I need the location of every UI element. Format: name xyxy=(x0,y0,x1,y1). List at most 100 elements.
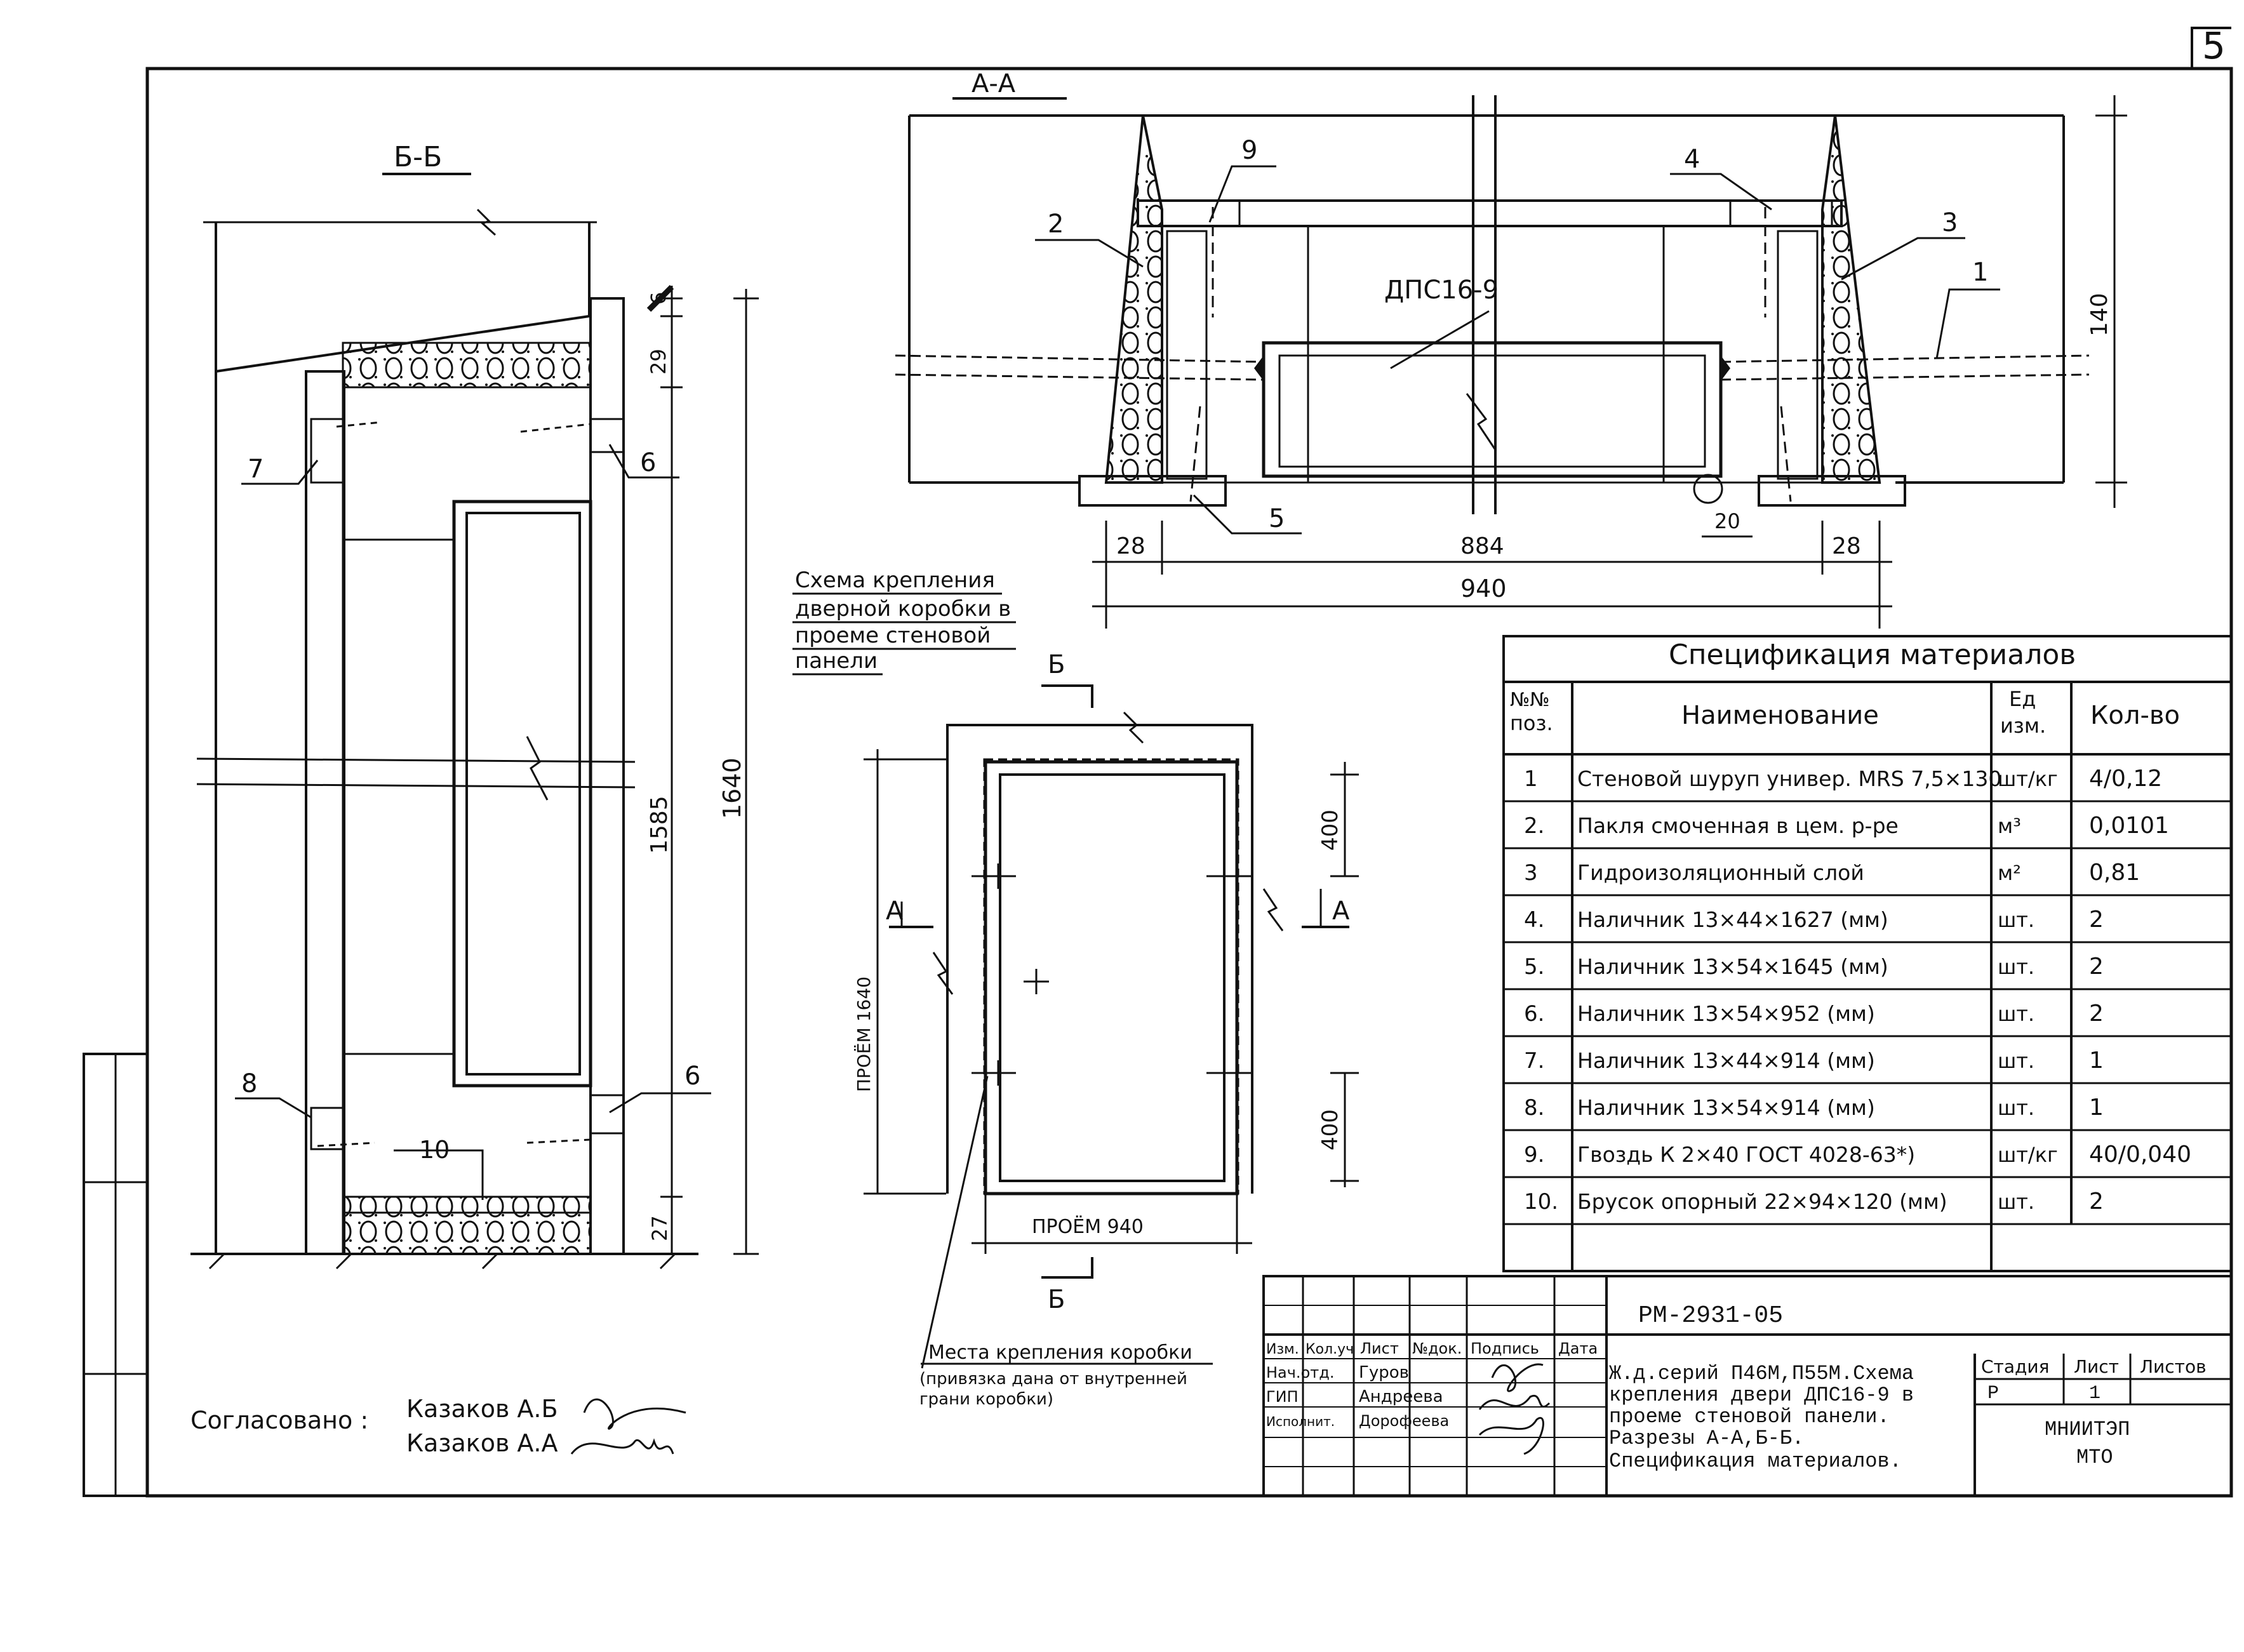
aa-callout-4: 4 xyxy=(1684,145,1700,174)
elev-dim-400-top: 400 xyxy=(1318,809,1343,851)
tb-desc-line-1: Ж.д.серий П46М,П55М.Схема xyxy=(1609,1362,1914,1385)
spec-cell-unit: шт/кг xyxy=(1998,767,2058,791)
spec-cell-unit: шт. xyxy=(1998,955,2034,979)
spec-cell-pos: 6. xyxy=(1524,1001,1544,1027)
section-aa: А-А xyxy=(895,69,2127,629)
spec-cell-name: Наличник 13×54×952 (мм) xyxy=(1577,1001,1875,1026)
spec-cell-pos: 4. xyxy=(1524,907,1544,933)
spec-cell-name: Гидроизоляционный слой xyxy=(1577,860,1864,885)
tb-role-ispoln: Исполнит. xyxy=(1266,1414,1335,1429)
elev-mark-a-right: А xyxy=(1332,896,1350,926)
fastening-note-line-3: грани коробки) xyxy=(919,1390,1053,1409)
aa-callout-5: 5 xyxy=(1269,504,1285,533)
spec-cell-name: Гвоздь К 2×40 ГОСТ 4028-63*) xyxy=(1577,1142,1915,1167)
tb-sheets-header: Листов xyxy=(2140,1356,2207,1377)
spec-cell-qty: 40/0,040 xyxy=(2089,1142,2191,1168)
spec-header-pos-1: №№ xyxy=(1510,689,1549,711)
bb-dim-1585: 1585 xyxy=(646,796,672,854)
title-block: РМ-2931-05 Изм. Кол.уч Лист №док. Подпис… xyxy=(1262,1275,2233,1497)
approval-name-2: Казаков А.А xyxy=(406,1429,558,1457)
spec-cell-name: Наличник 13×44×914 (мм) xyxy=(1577,1048,1875,1073)
spec-cell-qty: 2 xyxy=(2089,1001,2104,1027)
aa-callout-9: 9 xyxy=(1241,136,1257,165)
spec-cell-pos: 8. xyxy=(1524,1095,1544,1121)
tb-name-andreeva: Андреева xyxy=(1359,1387,1443,1406)
bb-callout-8: 8 xyxy=(241,1069,257,1098)
fastening-note-line-2: (привязка дана от внутренней xyxy=(919,1369,1187,1389)
tb-stage-header: Стадия xyxy=(1981,1356,2049,1377)
scheme-caption-line-3: проеме стеновой xyxy=(795,623,991,648)
spec-cell-qty: 1 xyxy=(2089,1048,2104,1074)
tb-desc-line-3: проеме стеновой панели. xyxy=(1609,1405,1890,1429)
aa-dim-28-left: 28 xyxy=(1116,533,1145,559)
spec-cell-name: Брусок опорный 22×94×120 (мм) xyxy=(1577,1189,1947,1214)
bb-dim-27: 27 xyxy=(648,1215,672,1241)
aa-callout-1: 1 xyxy=(1972,258,1988,287)
bb-callout-6-bottom: 6 xyxy=(685,1062,700,1091)
spec-cell-name: Стеновой шуруп универ. MRS 7,5×130 xyxy=(1577,766,2001,791)
tb-header-ndoc: №док. xyxy=(1412,1340,1462,1357)
scheme-caption-line-4: панели xyxy=(795,648,878,674)
aa-frame-label: ДПС16-9 xyxy=(1384,276,1499,305)
tb-role-gip: ГИП xyxy=(1266,1388,1299,1406)
spec-cell-unit: шт. xyxy=(1998,1190,2034,1214)
spec-header-pos-2: поз. xyxy=(1510,711,1553,735)
scheme-caption-line-2: дверной коробки в xyxy=(795,596,1011,622)
spec-cell-unit: шт. xyxy=(1998,1002,2034,1026)
bb-dim-29: 29 xyxy=(646,349,671,375)
tb-header-list: Лист xyxy=(1360,1340,1399,1357)
bb-callout-7: 7 xyxy=(248,455,264,484)
tb-org-1: МНИИТЭП xyxy=(2045,1418,2130,1441)
spec-cell-unit: шт. xyxy=(1998,1049,2034,1073)
fastening-note: Места крепления коробки (привязка дана о… xyxy=(919,1342,1213,1409)
tb-org-2: МТО xyxy=(2076,1446,2113,1469)
spec-cell-unit: м³ xyxy=(1998,814,2021,838)
spec-cell-unit: шт. xyxy=(1998,908,2034,932)
signature-dorofeeva xyxy=(1478,1416,1544,1455)
ground-hatch xyxy=(208,1253,676,1270)
section-bb-title: Б-Б xyxy=(394,141,442,173)
scheme-caption-line-1: Схема крепления xyxy=(795,568,995,593)
aa-dim-140: 140 xyxy=(2087,293,2113,336)
fastening-note-line-1: Места крепления коробки xyxy=(928,1342,1192,1364)
signature-andreeva xyxy=(1478,1394,1551,1410)
tb-desc-line-2: крепления двери ДПС16-9 в xyxy=(1609,1383,1914,1407)
spec-cell-unit: шт/кг xyxy=(1998,1143,2058,1167)
elev-mark-a-left: А xyxy=(886,896,904,926)
section-bb: Б-Б xyxy=(190,141,759,1270)
elev-mark-b-top: Б xyxy=(1048,650,1065,679)
tb-sheet-value: 1 xyxy=(2089,1383,2100,1404)
tb-name-gurov: Гуров xyxy=(1359,1363,1409,1382)
spec-cell-name: Пакля смоченная в цем. р-ре xyxy=(1577,813,1899,838)
sheet-number: 5 xyxy=(2202,24,2226,67)
approval-signature-1 xyxy=(583,1398,686,1430)
spec-cell-qty: 4/0,12 xyxy=(2089,766,2162,792)
spec-header-qty: Кол-во xyxy=(2090,701,2180,730)
spec-cell-qty: 2 xyxy=(2089,1189,2104,1215)
bb-dim-1640: 1640 xyxy=(718,757,746,819)
approval-signature-2 xyxy=(570,1438,674,1455)
aa-dim-884: 884 xyxy=(1460,533,1504,559)
spec-cell-pos: 7. xyxy=(1524,1048,1544,1074)
aa-callout-3: 3 xyxy=(1942,208,1958,237)
tb-desc-line-4: Разрезы А-А,Б-Б. xyxy=(1609,1427,1804,1450)
elev-width-label: ПРОЁМ 940 xyxy=(1032,1215,1144,1238)
approval: Согласовано : Казаков А.Б Казаков А.А xyxy=(190,1395,686,1457)
spec-cell-qty: 0,81 xyxy=(2089,860,2140,886)
aa-dim-20: 20 xyxy=(1714,509,1740,533)
spec-cell-pos: 2. xyxy=(1524,813,1544,839)
spec-cell-name: Наличник 13×54×1645 (мм) xyxy=(1577,954,1888,979)
aa-callout-2: 2 xyxy=(1048,210,1064,239)
aa-dim-940: 940 xyxy=(1460,575,1507,603)
signature-gurov xyxy=(1491,1363,1544,1392)
spec-table: Спецификация материалов №№ поз. Наименов… xyxy=(1502,635,2233,1272)
tb-header-data: Дата xyxy=(1558,1340,1598,1357)
bb-callout-6-top: 6 xyxy=(640,448,656,477)
bb-dim-6: 6 xyxy=(646,292,671,305)
spec-header-unit-1: Ед xyxy=(2009,687,2036,711)
spec-cell-qty: 2 xyxy=(2089,907,2104,933)
approval-label: Согласовано : xyxy=(190,1406,368,1434)
spec-cell-pos: 3 xyxy=(1524,860,1538,886)
